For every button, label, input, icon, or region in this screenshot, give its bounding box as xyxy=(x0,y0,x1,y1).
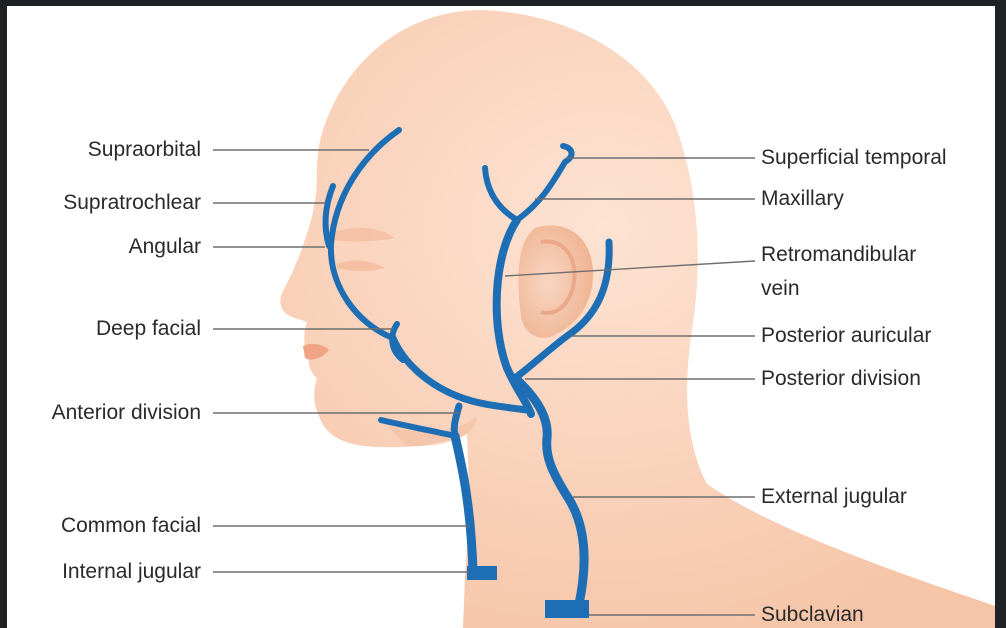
label-internal-jugular: Internal jugular xyxy=(17,559,201,585)
label-retromandibular-line1: Retromandibular xyxy=(761,242,916,268)
head-silhouette xyxy=(280,10,995,628)
label-common-facial: Common facial xyxy=(17,513,201,539)
subclavian-stump xyxy=(545,600,589,618)
label-angular: Angular xyxy=(17,234,201,260)
label-superficial-temporal: Superficial temporal xyxy=(761,145,947,171)
label-supratrochlear: Supratrochlear xyxy=(17,190,201,216)
label-anterior-division: Anterior division xyxy=(7,400,201,426)
label-posterior-auricular: Posterior auricular xyxy=(761,323,931,349)
internal-jugular-stump xyxy=(467,566,497,580)
label-deep-facial: Deep facial xyxy=(17,316,201,342)
label-posterior-division: Posterior division xyxy=(761,366,921,392)
label-retromandibular-line2: vein xyxy=(761,276,800,302)
label-subclavian: Subclavian xyxy=(761,602,864,628)
diagram-canvas: Supraorbital Supratrochlear Angular Deep… xyxy=(7,6,995,628)
label-external-jugular: External jugular xyxy=(761,484,907,510)
label-maxillary: Maxillary xyxy=(761,186,844,212)
label-supraorbital: Supraorbital xyxy=(17,137,201,163)
